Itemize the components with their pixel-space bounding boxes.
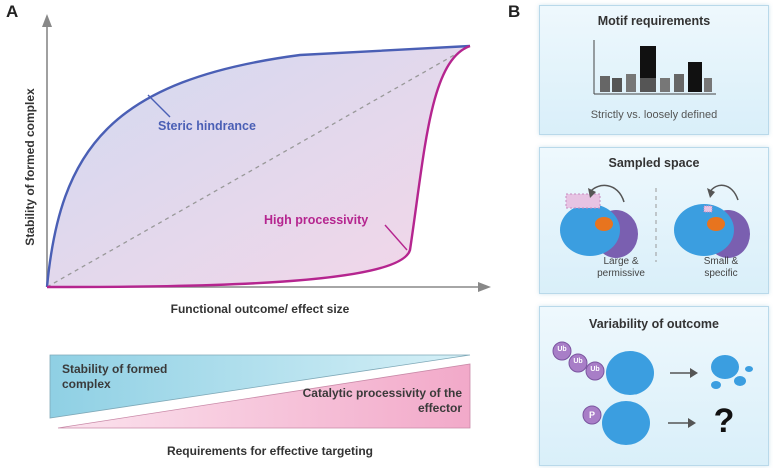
p-label: P — [588, 410, 595, 420]
stability-plot — [42, 14, 491, 429]
x-axis-label: Functional outcome/ effect size — [170, 302, 350, 316]
high-processivity-curve — [46, 44, 471, 289]
sequence-logo — [593, 40, 716, 95]
small-specific-complex — [674, 184, 750, 258]
sampled-space-illustration — [560, 184, 750, 262]
target-protein — [606, 351, 654, 395]
sampled-box-title: Sampled space — [608, 156, 700, 170]
ub-label-1: Ub — [557, 346, 567, 353]
motif-box-title: Motif requirements — [597, 14, 711, 28]
stability-wedge — [49, 354, 471, 419]
degraded-fragments — [711, 355, 753, 389]
phosphate — [582, 405, 602, 425]
steric-leader — [147, 94, 171, 118]
processivity-wedge — [57, 363, 471, 429]
y-axis-arrow — [42, 14, 52, 27]
ubiquitin-chain — [552, 341, 605, 381]
ub-label-3: Ub — [590, 366, 600, 373]
wedge-stability-label: Stability of formed complex — [62, 362, 168, 391]
variability-box-title: Variability of outcome — [589, 317, 719, 331]
y-axis-label: Stability of formed complex — [23, 88, 37, 246]
sampled-space-box: Sampled space Large & permissive Small &… — [539, 147, 769, 294]
logo-glyphs — [600, 46, 712, 92]
high-processivity-label: High processivity — [264, 213, 369, 227]
wedge-processivity-label: Catalytic processivity of the effector — [302, 386, 462, 415]
large-permissive-caption: Large & permissive — [597, 256, 645, 279]
ub-label-2: Ub — [573, 358, 583, 365]
steric-hindrance-curve — [45, 44, 471, 288]
diagonal-line — [46, 45, 471, 288]
variability-illustration — [552, 341, 753, 445]
processivity-leader — [384, 224, 408, 251]
panel-a-letter: A — [6, 2, 19, 21]
panel-b-letter: B — [508, 2, 521, 21]
x-axis-arrow — [478, 282, 491, 292]
target-protein-2 — [602, 401, 650, 445]
requirements-label: Requirements for effective targeting — [166, 444, 374, 458]
motif-requirements-box: Motif requirements Strictly vs. loosely … — [539, 5, 769, 135]
small-specific-caption: Small & specific — [703, 256, 739, 279]
question-mark: ? — [713, 402, 735, 440]
motif-caption: Strictly vs. loosely defined — [590, 109, 718, 121]
variability-box: Variability of outcome Ub Ub Ub P ? — [539, 306, 769, 466]
large-permissive-complex — [560, 184, 638, 258]
steric-hindrance-label: Steric hindrance — [158, 119, 256, 133]
